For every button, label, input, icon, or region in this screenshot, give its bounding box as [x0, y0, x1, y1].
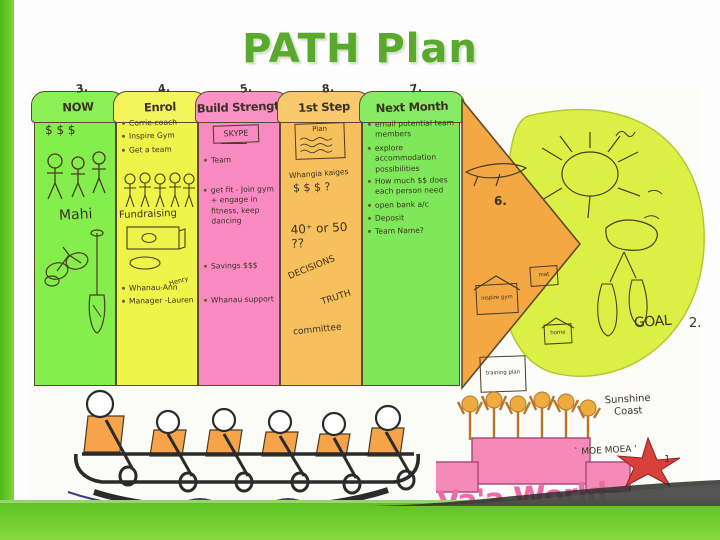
build-strength-item: Savings $$$ — [204, 260, 276, 272]
enrol-item: Inspire Gym — [122, 130, 194, 142]
build-strength-item: Whanau support — [204, 294, 276, 306]
next-month-item: explore accommodation possibilities — [368, 142, 457, 175]
column-label: Build Strength — [196, 98, 288, 116]
column-label: NOW — [62, 99, 94, 115]
first-step-free-text: 40⁺ or 50 ?? — [290, 219, 348, 251]
path-poster-photo: 3. NOW $ $ $ Mahi — [28, 81, 705, 540]
slide-frame-bottom — [0, 500, 720, 540]
next-month-item: email potential team members — [368, 118, 456, 140]
home-roof-drawing — [541, 317, 575, 329]
plan-box: Plan — [294, 122, 346, 160]
column-number: 3. — [75, 81, 89, 96]
enrol-item: Get a team — [122, 144, 194, 156]
goal-label: GOAL — [633, 312, 672, 332]
bike-and-paddle-drawing — [44, 229, 106, 334]
column-number: 4. — [157, 81, 171, 96]
column-number: 7. — [409, 81, 423, 96]
column-label: Enrol — [143, 99, 177, 115]
next-month-item: open bank a/c — [368, 199, 456, 211]
arrow-number: 6. — [494, 194, 507, 208]
path-column-first-step: 8. 1st Step Plan Whangia kaiges $ $ $ ? … — [277, 81, 371, 386]
star-number: 1. — [664, 454, 674, 465]
team-group-drawing — [124, 172, 195, 208]
column-header-build-strength: 5. Build Strength — [195, 81, 289, 123]
next-month-item: How much $$ does each person need — [368, 175, 456, 197]
column-header-first-step: 8. 1st Step — [277, 81, 371, 123]
goal-number: 2. — [689, 316, 702, 331]
column-label: Next Month — [375, 98, 449, 116]
skype-box: SKYPE — [212, 124, 260, 144]
enrol-item: Manager -Lauren — [122, 295, 194, 307]
column-label: 1st Step — [297, 99, 351, 115]
frame-swoosh-decoration — [360, 480, 720, 506]
plan-box-label: Plan — [311, 124, 328, 134]
page-title: PATH Plan — [242, 26, 478, 72]
plan-lines-drawing — [299, 137, 333, 154]
enrol-item: Corrie-coach — [122, 117, 194, 129]
next-month-item: Team Name? — [368, 225, 456, 237]
path-arrow — [461, 97, 582, 391]
red-star-drawing — [616, 436, 681, 488]
now-mahi-word: Mahi — [58, 206, 93, 224]
money-notes-drawing — [126, 226, 186, 270]
build-strength-item: get fit - Join gym + engage in fitness, … — [204, 184, 277, 226]
arrow-box-mat: mat — [529, 265, 559, 287]
path-column-now: 3. NOW $ $ $ Mahi — [31, 81, 125, 386]
house-roof-drawing — [473, 275, 521, 291]
enrol-item: Whanau-Ann — [122, 282, 194, 294]
column-number: 8. — [321, 81, 335, 96]
fundraising-word: Fundraising — [118, 207, 178, 222]
path-column-build-strength: 5. Build Strength SKYPE Team get fit - J… — [195, 81, 289, 386]
column-number: 5. — [239, 81, 253, 96]
now-money-note: $ $ $ — [45, 123, 76, 137]
build-strength-item: Team — [204, 154, 276, 166]
path-column-next-month: 7. Next Month email potential team membe… — [359, 81, 465, 386]
stick-figures-drawing — [47, 151, 106, 200]
goal-circle — [498, 108, 705, 377]
slide-frame-left — [0, 0, 14, 540]
column-header-now: 3. NOW — [31, 81, 125, 123]
first-step-free-text: $ $ $ ? — [292, 180, 331, 195]
next-month-item: Deposit — [368, 212, 456, 224]
skype-underline — [221, 143, 247, 144]
path-column-enrol: 4. Enrol Corrie-coach Inspire Gym Get a … — [113, 81, 207, 386]
podium-drawing — [436, 391, 631, 493]
